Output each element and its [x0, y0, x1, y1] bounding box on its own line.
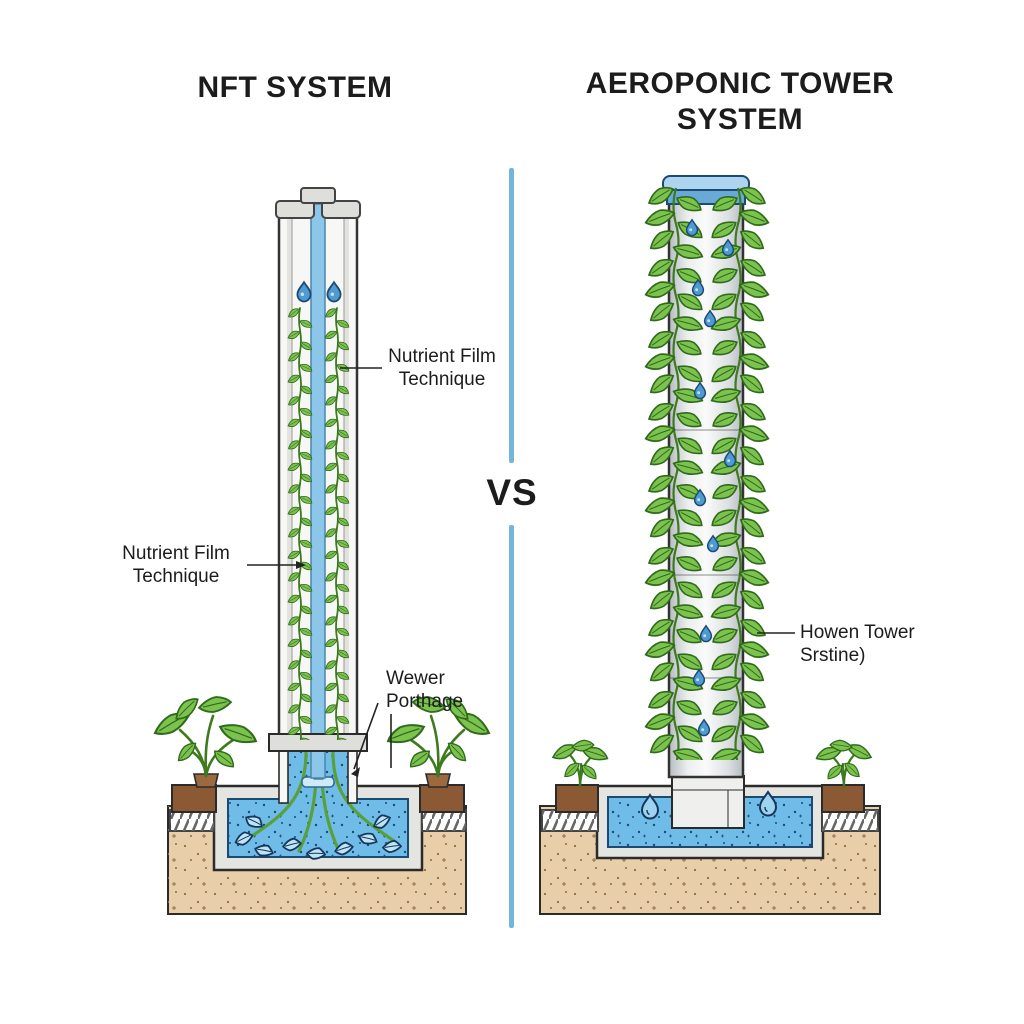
nft-label-left: Nutrient Film Technique [110, 543, 242, 588]
nft-label-water-line1: Wewer [386, 668, 445, 689]
nft-arrowhead-left-label [296, 561, 306, 569]
nft-label-water: Wewer Porthage [386, 668, 496, 713]
tower-ground-right [814, 739, 879, 832]
nft-label-right-line1: Nutrient Film [388, 346, 496, 367]
tower-side-plant-right [814, 739, 873, 786]
tower-base [671, 775, 745, 829]
nft-tube [268, 187, 368, 779]
nft-ground-left [151, 694, 259, 832]
nft-cap-left [275, 200, 315, 219]
vs-label: VS [486, 472, 538, 513]
nft-arrowhead-water-label [351, 767, 360, 777]
nft-diagram [151, 187, 493, 915]
center-divider [509, 168, 514, 928]
tower-label: Howen Tower Srstine) [800, 622, 940, 667]
nft-label-right: Nutrient Film Technique [383, 346, 501, 391]
right-title-line2: SYSTEM [676, 103, 804, 136]
nft-crossbar [268, 733, 368, 752]
tower-label-line2: Srstine) [800, 644, 866, 666]
nft-label-right-line2: Technique [398, 368, 486, 390]
tower-reservoir [595, 775, 825, 860]
left-diagram-title: NFT SYSTEM [135, 70, 455, 106]
nft-cap-right [321, 200, 361, 219]
tower-ground-left [541, 739, 610, 832]
tower-label-line1: Howen Tower [800, 622, 915, 643]
nft-label-left-line2: Technique [132, 565, 220, 587]
nft-ground-right [385, 694, 493, 832]
nft-leader-lines [247, 367, 392, 770]
tower-side-plant-left [550, 739, 609, 786]
aeroponic-diagram [539, 175, 881, 915]
right-diagram-title: AEROPONIC TOWER SYSTEM [580, 66, 900, 138]
nft-water-channel [310, 203, 326, 779]
right-title-line1: AEROPONIC TOWER [585, 67, 895, 100]
nft-label-left-line1: Nutrient Film [122, 543, 230, 564]
left-title-text: NFT SYSTEM [197, 71, 393, 104]
nft-tube-wall-left [278, 750, 289, 804]
nft-label-water-line2: Porthage [386, 690, 464, 712]
nft-tube-wall-right [347, 750, 358, 804]
nft-side-plant-left [151, 694, 259, 776]
nft-inlet-nub [300, 187, 336, 204]
